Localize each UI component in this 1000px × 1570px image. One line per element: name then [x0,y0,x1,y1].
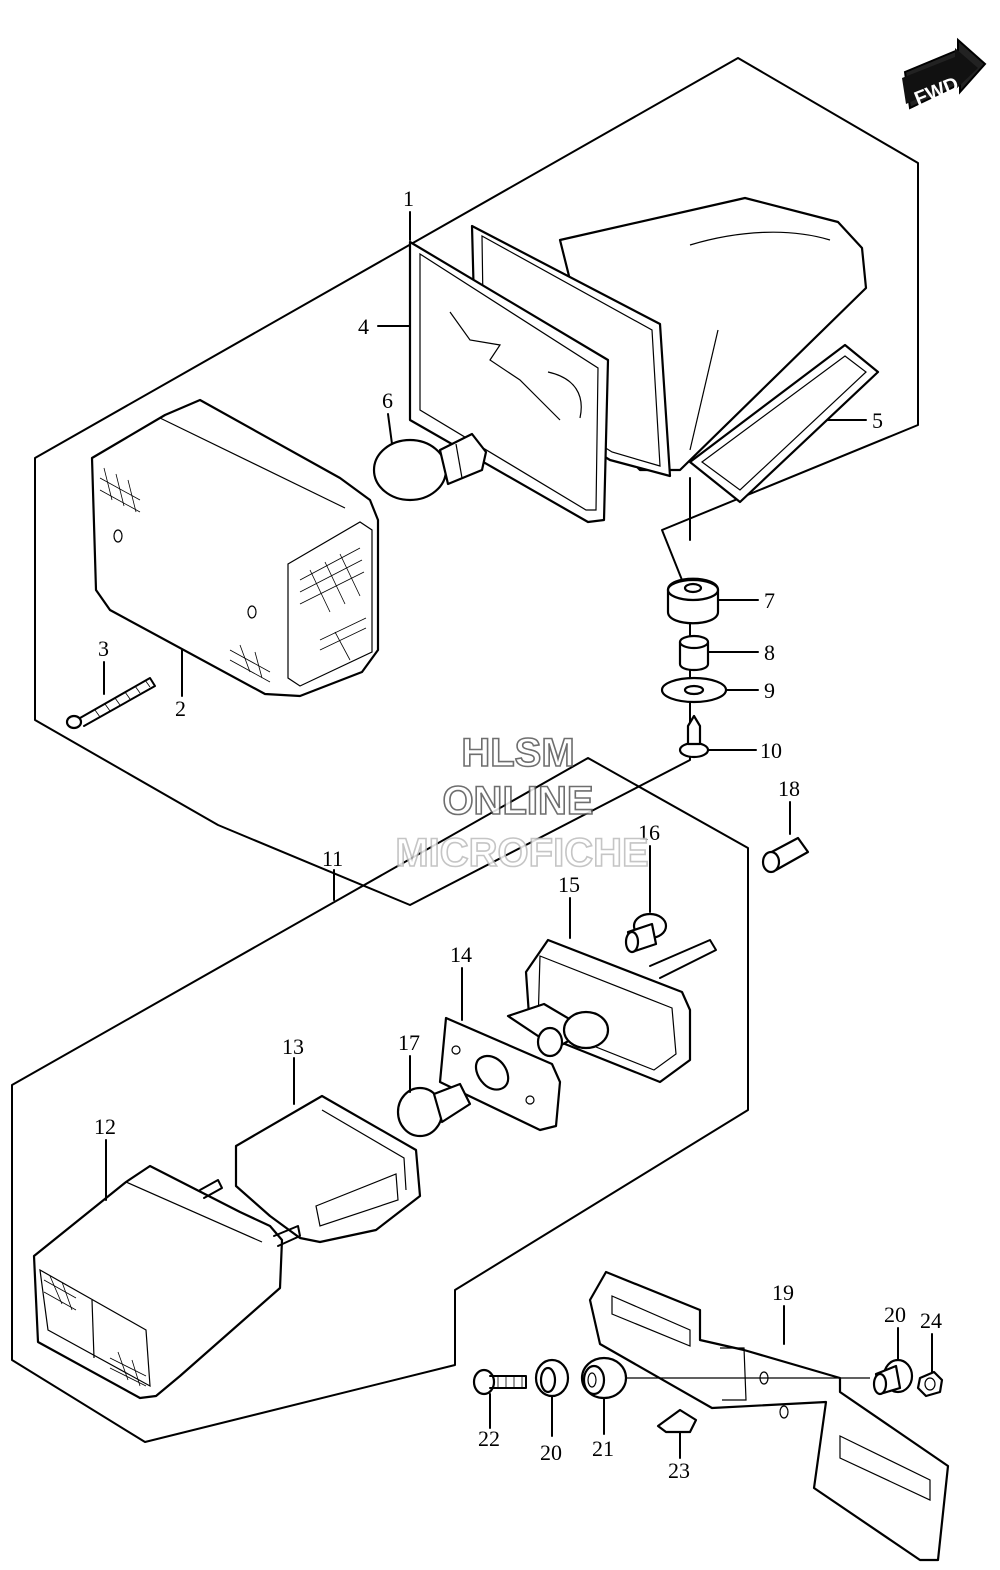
callout-6: 6 [382,388,393,413]
callout-17: 17 [398,1030,420,1055]
callout-20-left: 20 [540,1440,562,1465]
callout-11: 11 [322,846,343,871]
grommet-cap [624,912,668,954]
callout-19: 19 [772,1280,794,1305]
callout-7: 7 [764,588,775,613]
spacer [761,836,810,874]
grommet [580,1356,628,1400]
watermark-line-3: MICROFICHE [395,831,648,875]
bolt [472,1368,527,1396]
license-lamp-plate [438,1016,562,1132]
leader-lines [103,211,933,1459]
washer [660,676,728,704]
fwd-badge: FWD [902,37,987,111]
callout-24: 24 [920,1308,942,1333]
callout-23: 23 [668,1458,690,1483]
callout-4: 4 [358,314,369,339]
callout-12: 12 [94,1114,116,1139]
tail-bulb [372,432,488,502]
tail-lens [90,398,380,698]
callout-labels: 1 4 6 5 3 2 7 8 9 10 18 16 15 11 14 17 1… [94,186,942,1483]
license-lamp-housing [506,938,717,1084]
callout-22: 22 [478,1426,500,1451]
lamp-rim [408,240,610,524]
callout-14: 14 [450,942,472,967]
callout-8: 8 [764,640,775,665]
watermark-line-2: ONLINE [442,779,593,823]
callout-2: 2 [175,696,186,721]
license-bulb [396,1082,472,1138]
callout-13: 13 [282,1034,304,1059]
callout-21: 21 [592,1436,614,1461]
watermark-line-1: HLSM [461,731,574,775]
callout-16: 16 [638,820,660,845]
tapping-screw [678,714,710,759]
rubber-cushion [666,577,720,625]
license-lamp-cover [234,1094,422,1244]
collar-right [872,1358,914,1396]
license-lamp-body [32,1164,301,1400]
collar-left [534,1358,570,1398]
callout-1: 1 [403,186,414,211]
callout-18: 18 [778,776,800,801]
license-bracket [588,1270,950,1562]
lower-assembly-outline [11,757,749,1443]
callout-5: 5 [872,408,883,433]
clip [656,1408,698,1434]
callout-3: 3 [98,636,109,661]
callout-9: 9 [764,678,775,703]
callout-20-right: 20 [884,1302,906,1327]
lens-screw [65,677,156,730]
callout-10: 10 [760,738,782,763]
watermark: HLSM ONLINE MICROFICHE [395,730,650,876]
nut [916,1370,944,1398]
collar [678,634,710,672]
callout-15: 15 [558,872,580,897]
